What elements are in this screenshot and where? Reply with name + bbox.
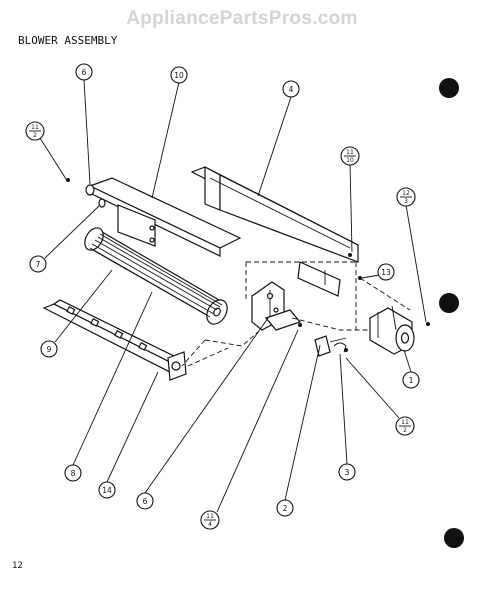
callout-3: 3: [338, 463, 356, 481]
callout-12-3-num: 12: [402, 190, 410, 197]
watermark: AppliancePartsPros.com: [126, 8, 358, 29]
assembly-lines: [181, 261, 411, 367]
diagram-title: BLOWER ASSEMBLY: [18, 34, 118, 47]
callout-6-bracket: 6: [136, 492, 154, 510]
callout-10: 10: [170, 66, 188, 84]
callout-11-2-right-num: 11: [401, 419, 409, 426]
callout-4-label: 4: [289, 85, 294, 94]
callout-11-2-top-num: 11: [31, 124, 39, 131]
callout-10-label: 10: [174, 71, 184, 80]
callout-6-label: 6: [82, 68, 87, 77]
callout-11-10-num: 11: [346, 149, 354, 156]
blower-motor: [369, 305, 415, 355]
leader-lines: [39, 79, 427, 513]
motor-bracket: [251, 281, 302, 331]
housing-panel: [190, 166, 360, 297]
capacitor: [314, 335, 331, 357]
callout-12-3: 12 3: [396, 187, 416, 207]
callout-3-label: 3: [345, 468, 350, 477]
bearing-bracket: [42, 299, 187, 381]
callout-14: 14: [98, 481, 116, 499]
callout-13: 13: [377, 263, 395, 281]
binder-hole-middle: [439, 293, 459, 313]
screws: [66, 178, 430, 352]
callout-11-4-num: 11: [206, 513, 214, 520]
callout-11-10: 11 10: [340, 146, 360, 166]
callout-2-label: 2: [283, 504, 288, 513]
callout-2: 2: [276, 499, 294, 517]
callout-1-label: 1: [409, 376, 414, 385]
callout-11-4: 11 4: [200, 510, 220, 530]
callout-1: 1: [402, 371, 420, 389]
callout-14-label: 14: [102, 486, 112, 495]
callout-13-label: 13: [381, 268, 391, 277]
callout-7: 7: [29, 255, 47, 273]
binder-hole-top: [439, 78, 459, 98]
callout-12-3-sub: 3: [404, 198, 408, 205]
binder-hole-bottom: [444, 528, 464, 548]
callout-9: 9: [40, 340, 58, 358]
callout-7-label: 7: [36, 260, 41, 269]
callout-4: 4: [282, 80, 300, 98]
blower-wheel: [84, 227, 228, 325]
callout-8: 8: [64, 464, 82, 482]
callout-11-2-top: 11 2: [25, 121, 45, 141]
callout-11-2-right: 11 2: [395, 416, 415, 436]
wire-clip: [329, 337, 347, 353]
callout-11-4-sub: 4: [208, 521, 212, 528]
callout-8-label: 8: [71, 469, 76, 478]
callout-11-10-sub: 10: [346, 157, 354, 164]
callout-6-bracket-label: 6: [143, 497, 148, 506]
callout-6: 6: [75, 63, 93, 81]
callout-9-label: 9: [47, 345, 52, 354]
callout-11-2-top-sub: 2: [33, 132, 37, 139]
callout-11-2-right-sub: 2: [403, 427, 407, 434]
page-number: 12: [12, 561, 23, 571]
